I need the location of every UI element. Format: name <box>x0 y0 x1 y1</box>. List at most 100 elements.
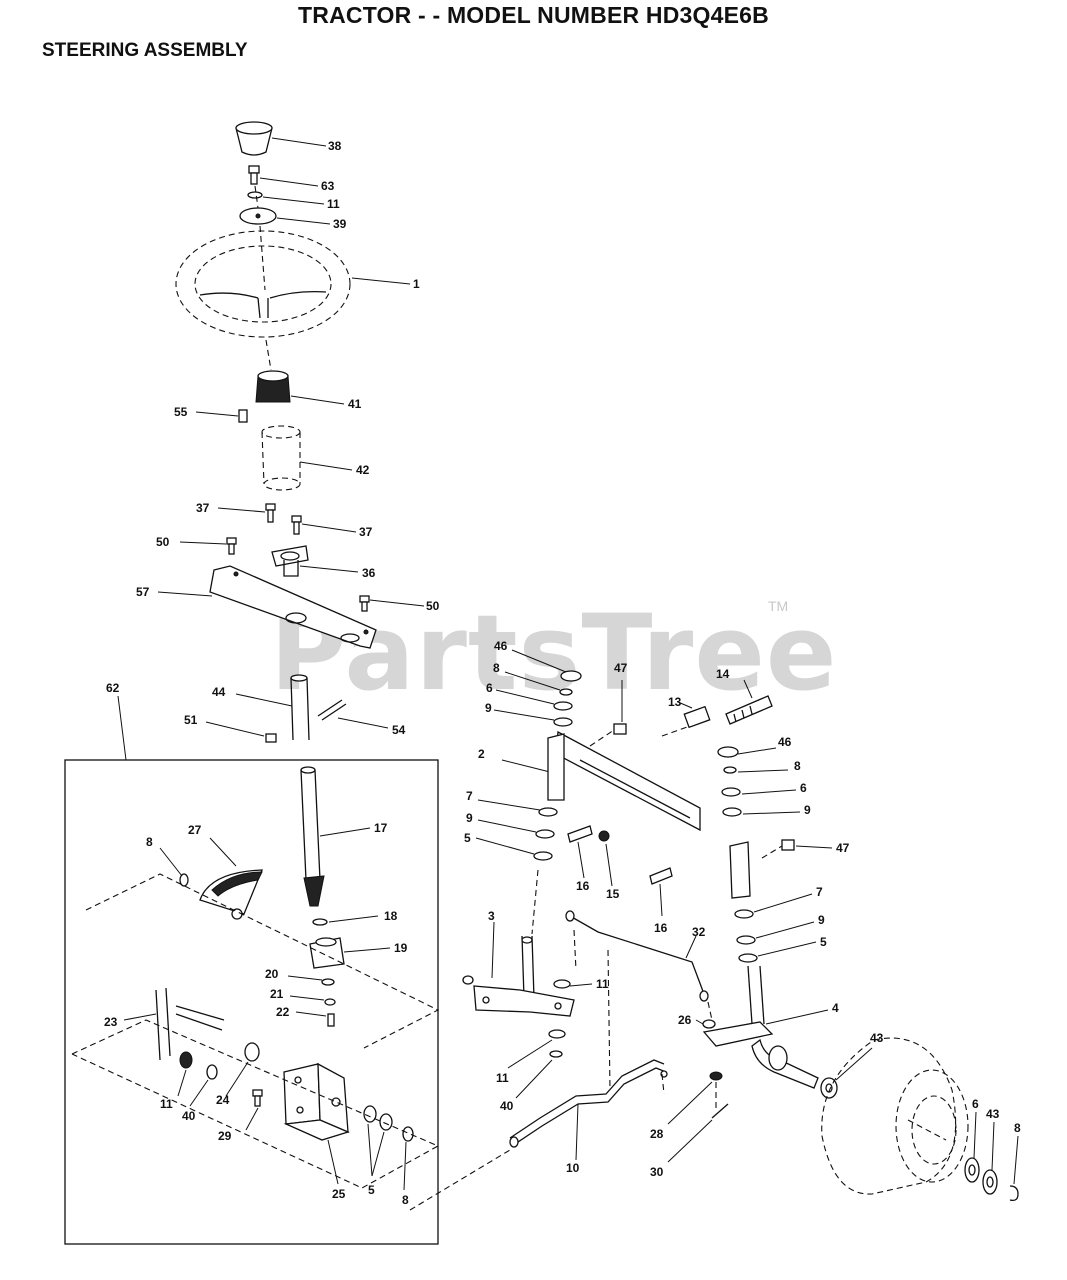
part-2-front-axle <box>501 730 701 832</box>
callout-13: 13 <box>668 695 682 709</box>
callout-47: 47 <box>614 661 628 675</box>
callout-46: 46 <box>778 735 792 749</box>
callout-55: 55 <box>174 405 188 419</box>
part-51-nut <box>205 721 277 743</box>
part-11-washer-box <box>177 1051 193 1097</box>
page-title: TRACTOR - - MODEL NUMBER HD3Q4E6B <box>298 2 769 28</box>
part-37-bolt-right <box>291 515 357 535</box>
part-21-washer <box>289 995 336 1006</box>
callout-30: 30 <box>650 1165 664 1179</box>
part-15-clip <box>598 830 613 887</box>
part-43-washer-axle <box>820 1047 873 1099</box>
part-5-washer-left <box>475 837 553 861</box>
callout-57: 57 <box>136 585 150 599</box>
callout-18: 18 <box>384 909 398 923</box>
part-6-washer-right <box>721 787 797 797</box>
watermark-trademark: TM <box>768 598 789 614</box>
callout-38: 38 <box>328 139 342 153</box>
part-4-spindle-right <box>702 965 829 1089</box>
part-9-washer-right-top <box>722 807 801 817</box>
part-9-washer-right-bottom <box>736 921 815 945</box>
callout-50: 50 <box>156 535 170 549</box>
callout-9: 9 <box>818 913 825 927</box>
callout-24: 24 <box>216 1093 230 1107</box>
part-26-bushing <box>695 1019 716 1029</box>
part-14-pivot-bolt <box>725 679 773 725</box>
part-37-bolt-left <box>217 503 276 523</box>
part-9-washer-left-bottom <box>477 819 555 839</box>
part-2-spindle-tube-left <box>547 733 565 801</box>
callout-9: 9 <box>804 803 811 817</box>
callout-62: 62 <box>106 681 120 695</box>
callout-5: 5 <box>464 831 471 845</box>
part-3-spindle-left <box>462 921 575 1017</box>
callout-6: 6 <box>972 1097 979 1111</box>
callout-7: 7 <box>466 789 473 803</box>
part-24-bushing <box>225 1042 260 1097</box>
callout-29: 29 <box>218 1129 232 1143</box>
part-8-pin-left <box>504 671 573 696</box>
callout-16: 16 <box>576 879 590 893</box>
callout-8: 8 <box>794 759 801 773</box>
part-17-steering-shaft <box>300 766 371 907</box>
callout-46: 46 <box>494 639 508 653</box>
part-10-tie-rod <box>509 1059 668 1161</box>
section-subtitle: STEERING ASSEMBLY <box>42 40 248 61</box>
part-23-axle-shaft <box>123 987 225 1061</box>
callout-8: 8 <box>493 661 500 675</box>
part-7-washer-right <box>734 893 813 919</box>
part-7-washer-left <box>477 799 558 817</box>
callout-10: 10 <box>566 1161 580 1175</box>
callout-6: 6 <box>486 681 493 695</box>
part-8-pin-box <box>159 847 189 887</box>
callout-47: 47 <box>836 841 850 855</box>
part-8-clip-wheel <box>1009 1135 1019 1202</box>
callout-8: 8 <box>1014 1121 1021 1135</box>
callout-40: 40 <box>182 1109 196 1123</box>
callout-41: 41 <box>348 397 362 411</box>
part-32-drag-link <box>565 910 709 1002</box>
part-57-support-plate <box>157 565 377 649</box>
callout-5: 5 <box>820 935 827 949</box>
part-40-washer-box <box>189 1064 218 1107</box>
part-5-washer-right <box>738 941 817 963</box>
callout-11: 11 <box>160 1097 173 1111</box>
callout-14: 14 <box>716 667 730 681</box>
callout-2: 2 <box>478 747 485 761</box>
callout-50: 50 <box>426 599 440 613</box>
part-38-steering-cap <box>235 121 327 156</box>
part-13-spacer <box>677 701 711 729</box>
part-11-washer-top <box>247 191 325 205</box>
part-30-bolt <box>667 1103 729 1163</box>
callout-5: 5 <box>368 1183 375 1197</box>
watermark-logo: PartsTree <box>270 592 838 714</box>
part-6-washer-wheel <box>964 1111 980 1183</box>
part-20-washer <box>287 975 335 986</box>
callout-8: 8 <box>402 1193 409 1207</box>
callout-37: 37 <box>196 501 210 515</box>
callout-43: 43 <box>986 1107 1000 1121</box>
part-8-pin-box-bottom <box>402 1126 414 1191</box>
callout-8: 8 <box>146 835 153 849</box>
part-11-nut-spindle-left <box>553 979 593 989</box>
part-spindle-tube-right <box>729 841 751 899</box>
part-18-washer <box>312 915 379 926</box>
callout-25: 25 <box>332 1187 346 1201</box>
part-62-steering-gear-kit-box <box>64 695 439 1245</box>
part-28-washer <box>667 1071 723 1125</box>
callout-16: 16 <box>654 921 668 935</box>
part-11-nut-tierod <box>507 1029 566 1069</box>
part-47-grease-fitting-right <box>781 839 833 851</box>
callout-26: 26 <box>678 1013 692 1027</box>
callout-6: 6 <box>800 781 807 795</box>
callout-44: 44 <box>212 685 226 699</box>
callout-37: 37 <box>359 525 373 539</box>
part-1-steering-wheel <box>175 230 411 338</box>
callout-11: 11 <box>327 197 340 211</box>
part-6-washer-left <box>495 689 573 711</box>
part-44-shaft <box>235 674 310 741</box>
callout-20: 20 <box>265 967 279 981</box>
callout-36: 36 <box>362 566 376 580</box>
callout-1: 1 <box>413 277 420 291</box>
callout-27: 27 <box>188 823 202 837</box>
